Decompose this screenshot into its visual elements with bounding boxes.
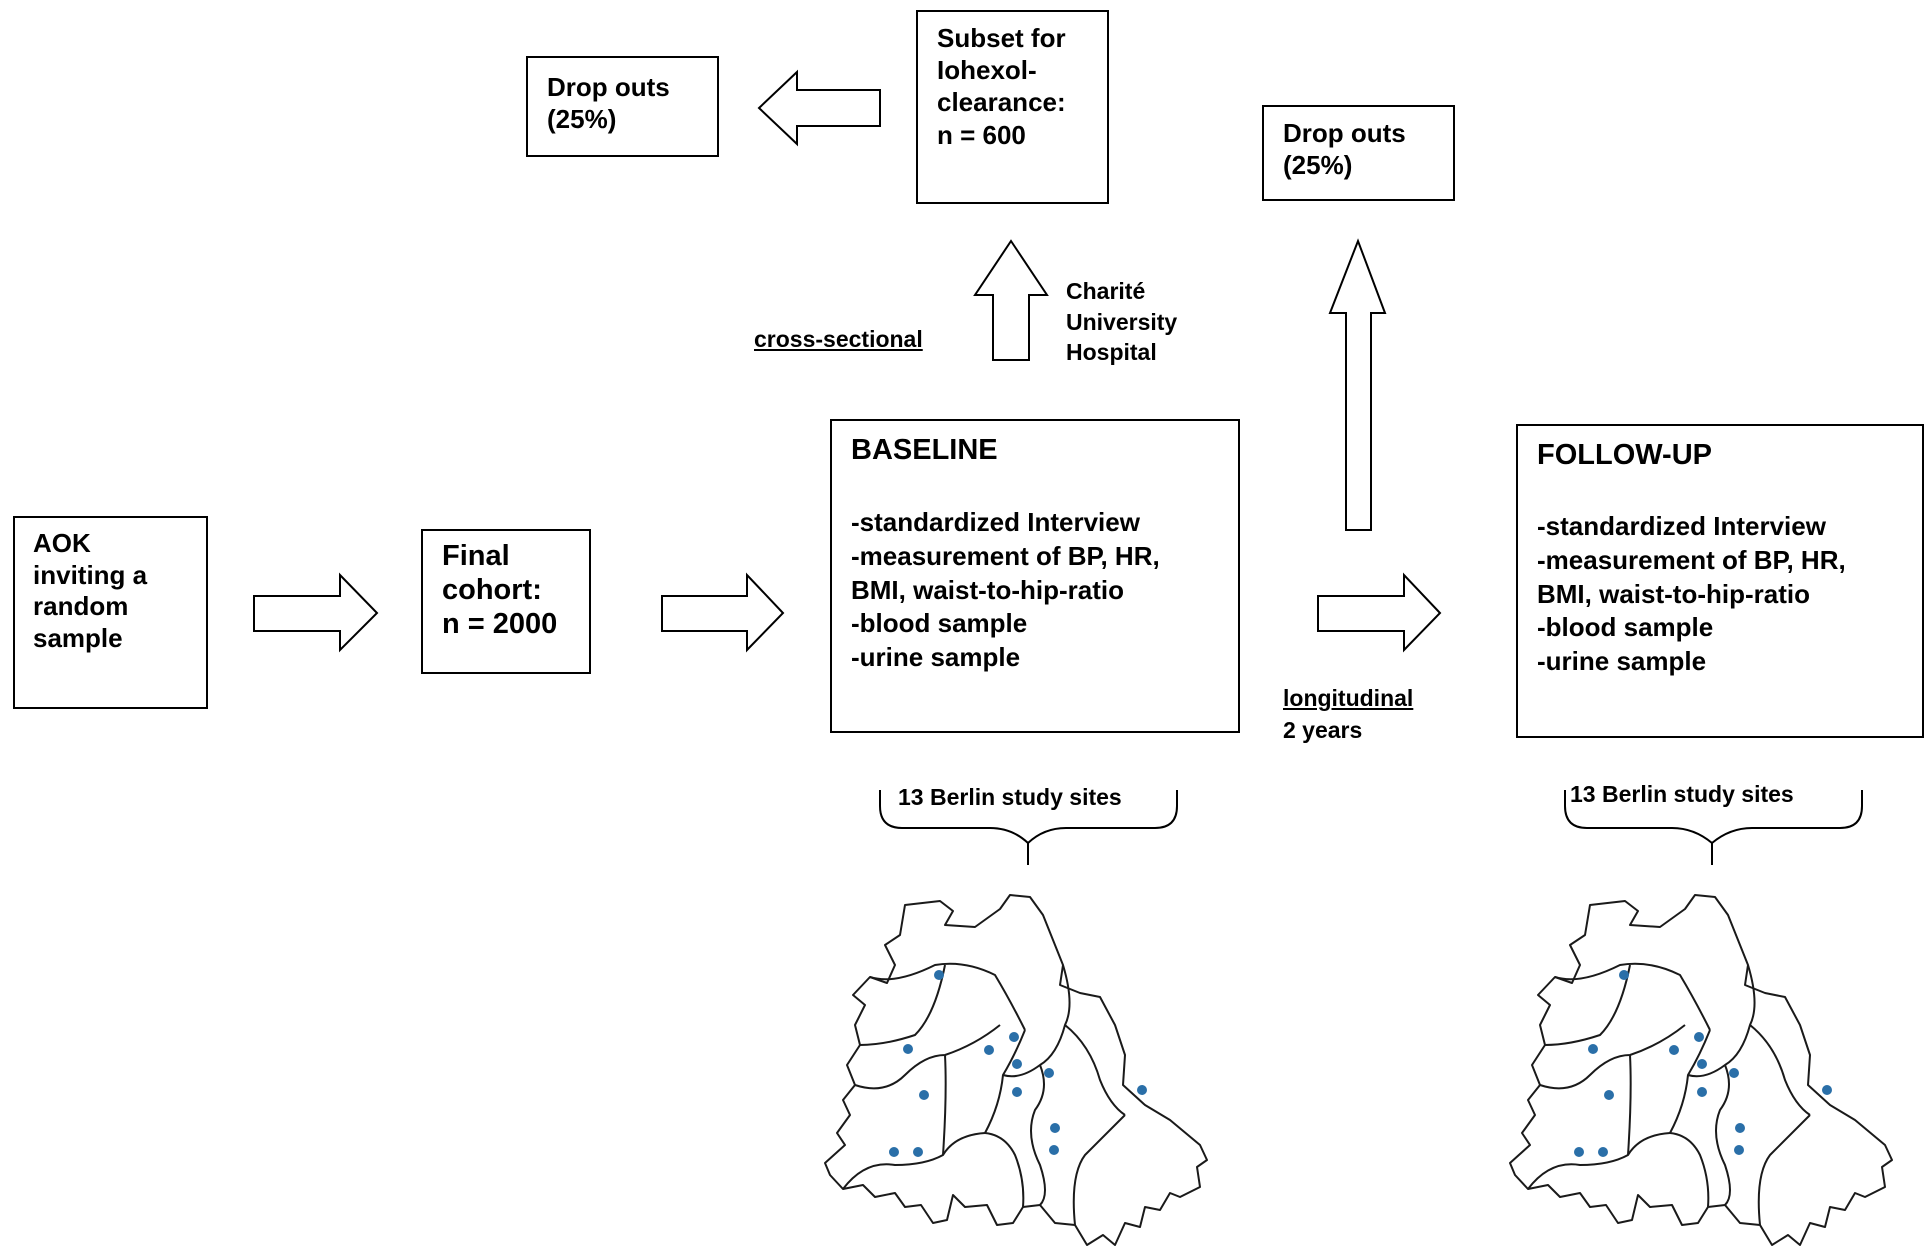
followup-items: -standardized Interview -measurement of … xyxy=(1537,511,1846,677)
followup-box xyxy=(1516,424,1925,738)
dropouts-longitudinal-text: Drop outs (25%) xyxy=(1283,118,1406,180)
study-site-dot xyxy=(1822,1085,1832,1095)
subset-text: Subset for Iohexol- clearance: n = 600 xyxy=(937,23,1066,150)
longitudinal-label: longitudinal xyxy=(1283,685,1414,711)
study-site-dot xyxy=(1669,1045,1679,1055)
dropouts-subset-box xyxy=(526,56,719,157)
study-site-dot xyxy=(1012,1087,1022,1097)
study-site-dot xyxy=(1734,1145,1744,1155)
study-site-dot xyxy=(1697,1059,1707,1069)
baseline-title: BASELINE xyxy=(851,434,998,466)
study-site-dot xyxy=(934,970,944,980)
sites-label-baseline: 13 Berlin study sites xyxy=(898,784,1122,810)
arrow-baseline-to-subset xyxy=(973,239,1049,361)
study-site-dot xyxy=(903,1044,913,1054)
study-site-dot xyxy=(1050,1123,1060,1133)
study-site-dot xyxy=(919,1090,929,1100)
final-cohort-box xyxy=(421,529,591,674)
followup-title: FOLLOW-UP xyxy=(1537,439,1712,471)
study-site-dot xyxy=(1574,1147,1584,1157)
dropouts-subset-text: Drop outs (25%) xyxy=(547,72,670,134)
study-site-dot xyxy=(1694,1032,1704,1042)
start-box-text: AOK inviting a random sample xyxy=(33,528,148,654)
subset-box xyxy=(916,10,1109,204)
arrow-cohort-to-baseline xyxy=(661,572,785,653)
study-site-dot xyxy=(1044,1068,1054,1078)
study-site-dot xyxy=(1049,1145,1059,1155)
duration-label: 2 years xyxy=(1283,717,1363,743)
study-site-dot xyxy=(1009,1032,1019,1042)
study-site-dot xyxy=(1729,1068,1739,1078)
arrow-baseline-to-followup xyxy=(1317,572,1442,653)
hospital-label: Charité University Hospital xyxy=(1066,278,1178,366)
start-box xyxy=(13,516,208,709)
arrow-start-to-cohort xyxy=(253,572,379,653)
study-site-dot xyxy=(1619,970,1629,980)
study-site-dot xyxy=(1604,1090,1614,1100)
sites-label-followup: 13 Berlin study sites xyxy=(1570,781,1794,807)
arrow-subset-to-dropouts xyxy=(757,69,881,147)
brace-baseline xyxy=(879,790,1178,865)
baseline-items: -standardized Interview -measurement of … xyxy=(851,507,1160,673)
study-site-dot xyxy=(1735,1123,1745,1133)
berlin-map-followup xyxy=(1509,894,1893,1246)
study-site-dot xyxy=(913,1147,923,1157)
study-site-dot xyxy=(984,1045,994,1055)
study-site-dot xyxy=(889,1147,899,1157)
study-site-dot xyxy=(1137,1085,1147,1095)
study-site-dots-baseline xyxy=(889,970,1147,1157)
final-cohort-text: Final cohort: n = 2000 xyxy=(442,540,558,640)
cross-sectional-label: cross-sectional xyxy=(754,326,923,352)
study-site-dot xyxy=(1697,1087,1707,1097)
study-site-dot xyxy=(1588,1044,1598,1054)
dropouts-longitudinal-box xyxy=(1262,105,1455,201)
study-site-dots-followup xyxy=(1574,970,1832,1157)
study-site-dot xyxy=(1012,1059,1022,1069)
brace-followup xyxy=(1564,790,1863,865)
arrow-to-dropouts-longitudinal xyxy=(1328,238,1387,531)
baseline-box xyxy=(830,419,1240,733)
berlin-map-baseline xyxy=(824,894,1208,1246)
study-site-dot xyxy=(1598,1147,1608,1157)
